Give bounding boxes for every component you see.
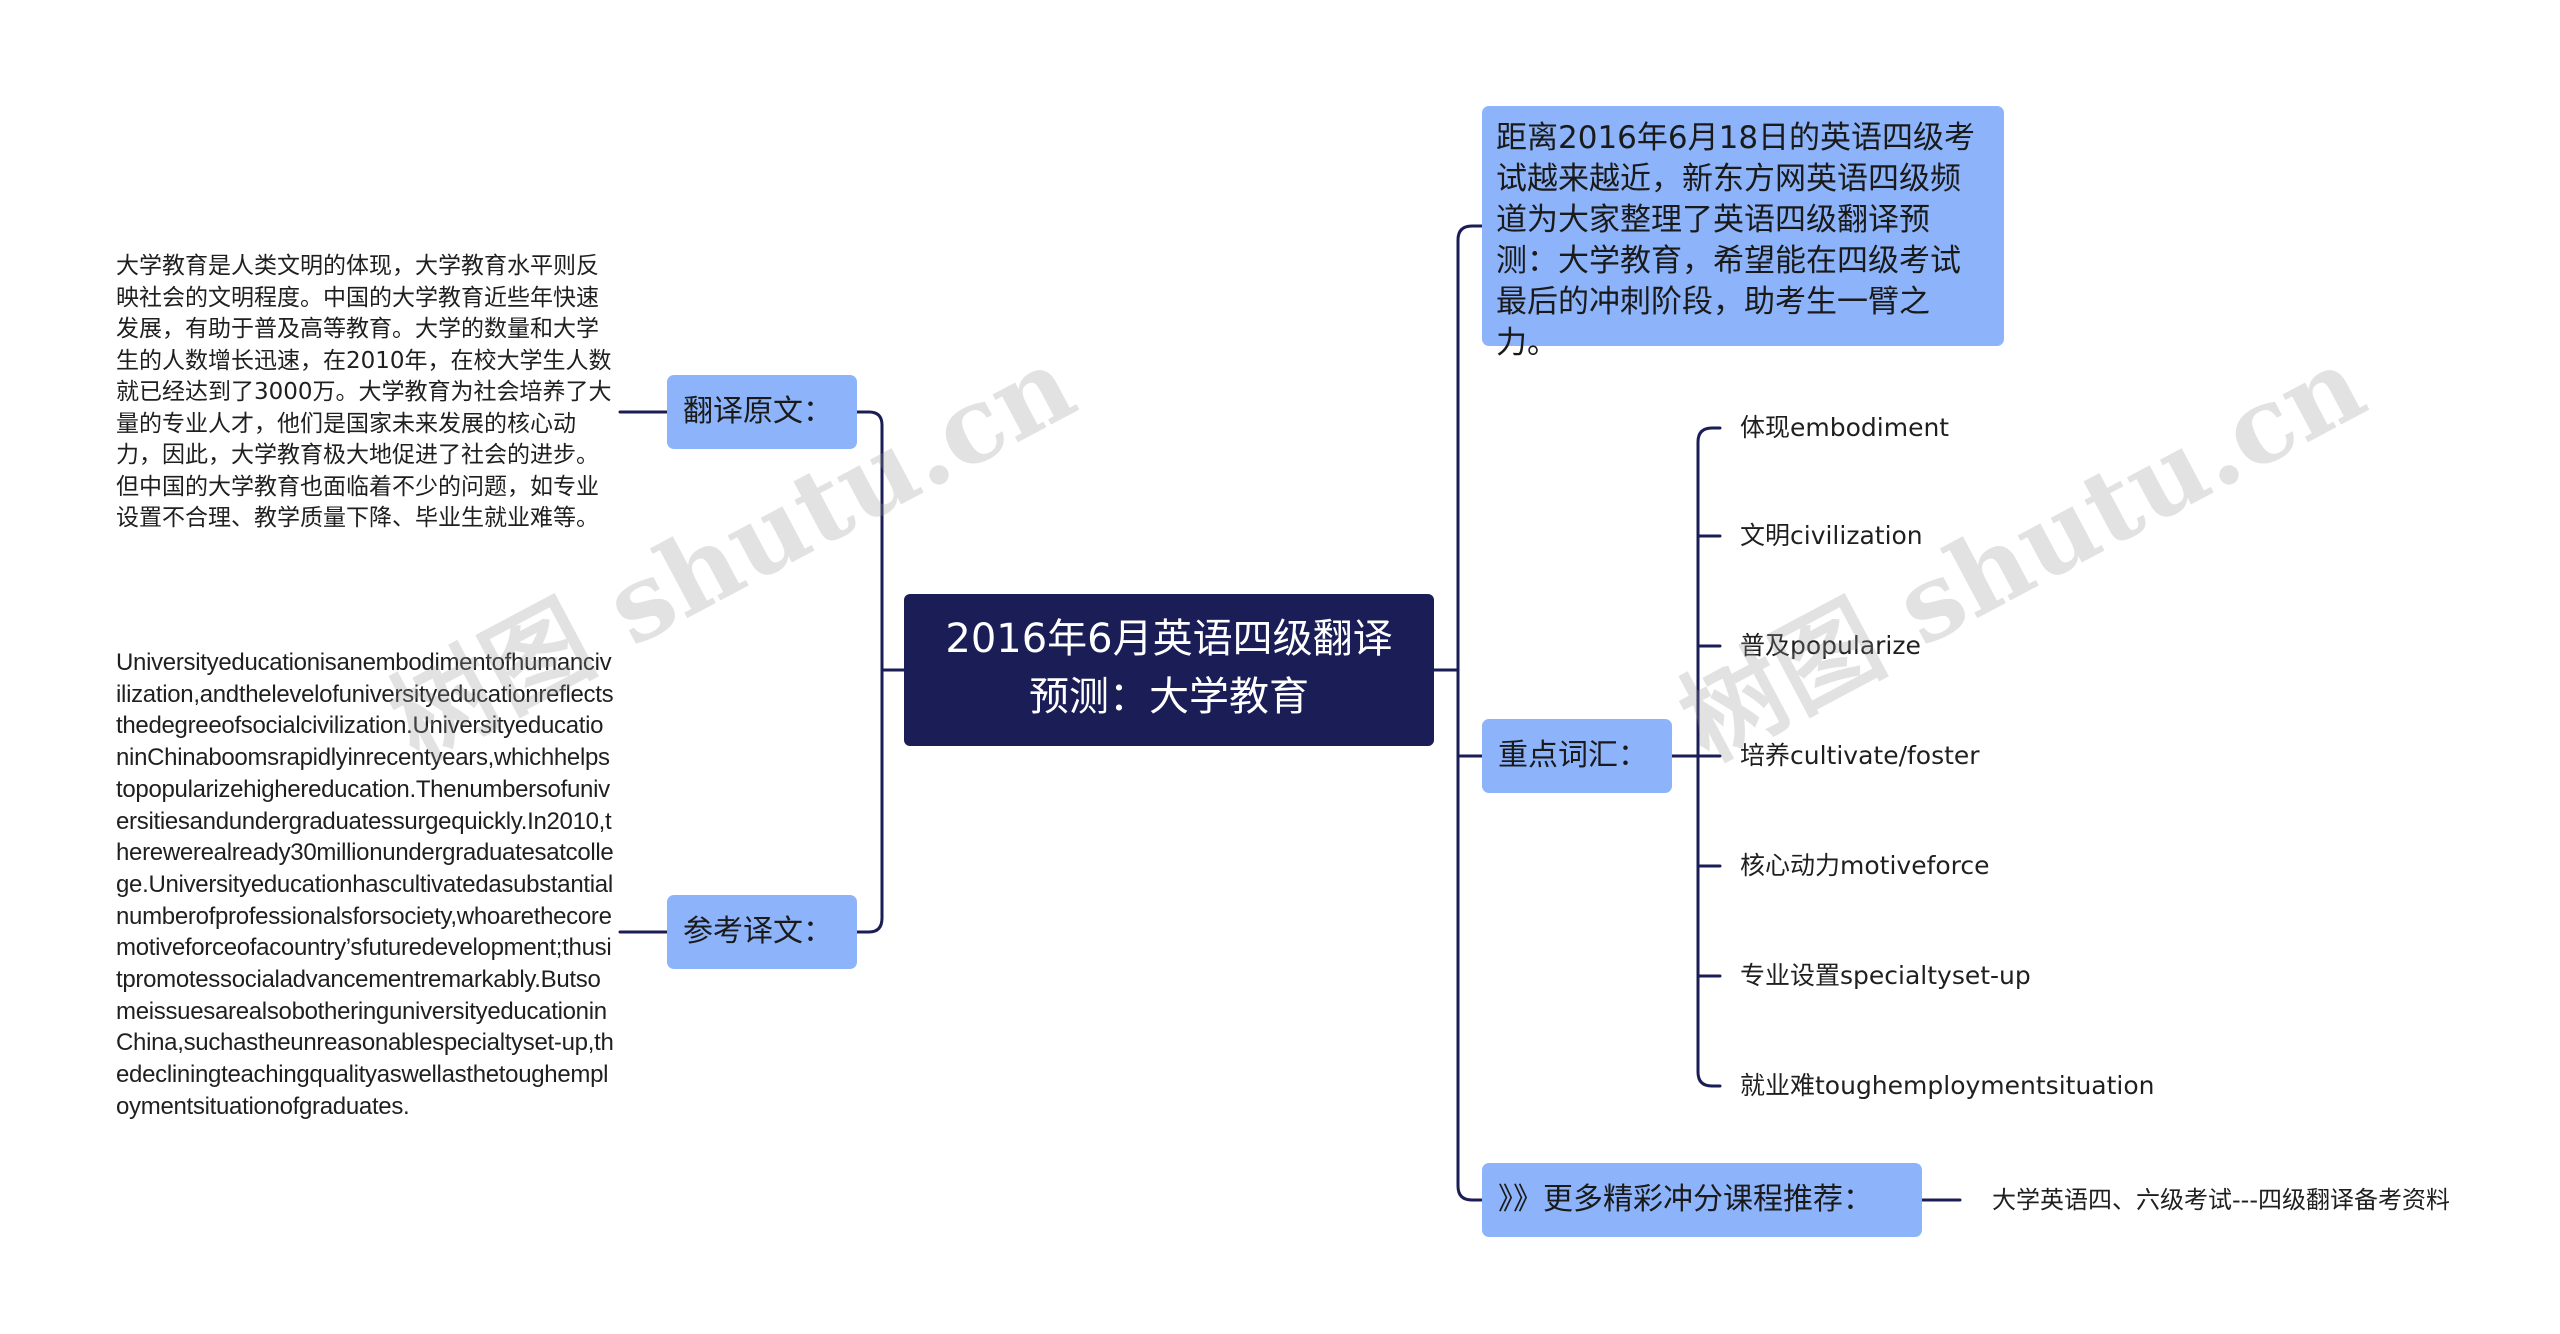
root-title-line1: 2016年6月英语四级翻译 [945,616,1393,662]
connector-vocab-trunk [1696,426,1722,1088]
vocab-item[interactable]: 培养cultivate/foster [1740,741,1980,770]
original-text: 大学教育是人类文明的体现，大学教育水平则反映社会的文明程度。中国的大学教育近些年… [116,253,612,531]
intro-node[interactable]: 距离2016年6月18日的英语四级考试越来越近，新东方网英语四级频道为大家整理了… [1482,106,2004,361]
vocab-item[interactable]: 文明civilization [1740,521,1923,550]
vocab-item[interactable]: 就业难toughemploymentsituation [1740,1071,2155,1100]
connector-right-trunk [1456,224,1484,1202]
root-title-line2: 预测：大学教育 [1029,674,1309,720]
vocab-item[interactable]: 核心动力motiveforce [1740,851,1990,880]
root-node[interactable]: 2016年6月英语四级翻译 预测：大学教育 [904,594,1434,746]
more-courses-label-node[interactable]: 》》更多精彩冲分课程推荐： [1482,1163,1922,1237]
vocab-item[interactable]: 体现embodiment [1740,413,1950,442]
reference-text: Universityeducationisanembodimentofhuman… [116,649,614,1120]
vocab-label-node[interactable]: 重点词汇： [1482,719,1672,793]
more-courses-link[interactable]: 大学英语四、六级考试---四级翻译备考资料 [1992,1186,2450,1214]
reference-label-node[interactable]: 参考译文： [667,895,857,969]
vocab-item[interactable]: 专业设置specialtyset-up [1740,961,2031,990]
connector-left-trunk [855,410,884,934]
original-label-node[interactable]: 翻译原文： [667,375,857,449]
vocab-item[interactable]: 普及popularize [1740,631,1921,660]
